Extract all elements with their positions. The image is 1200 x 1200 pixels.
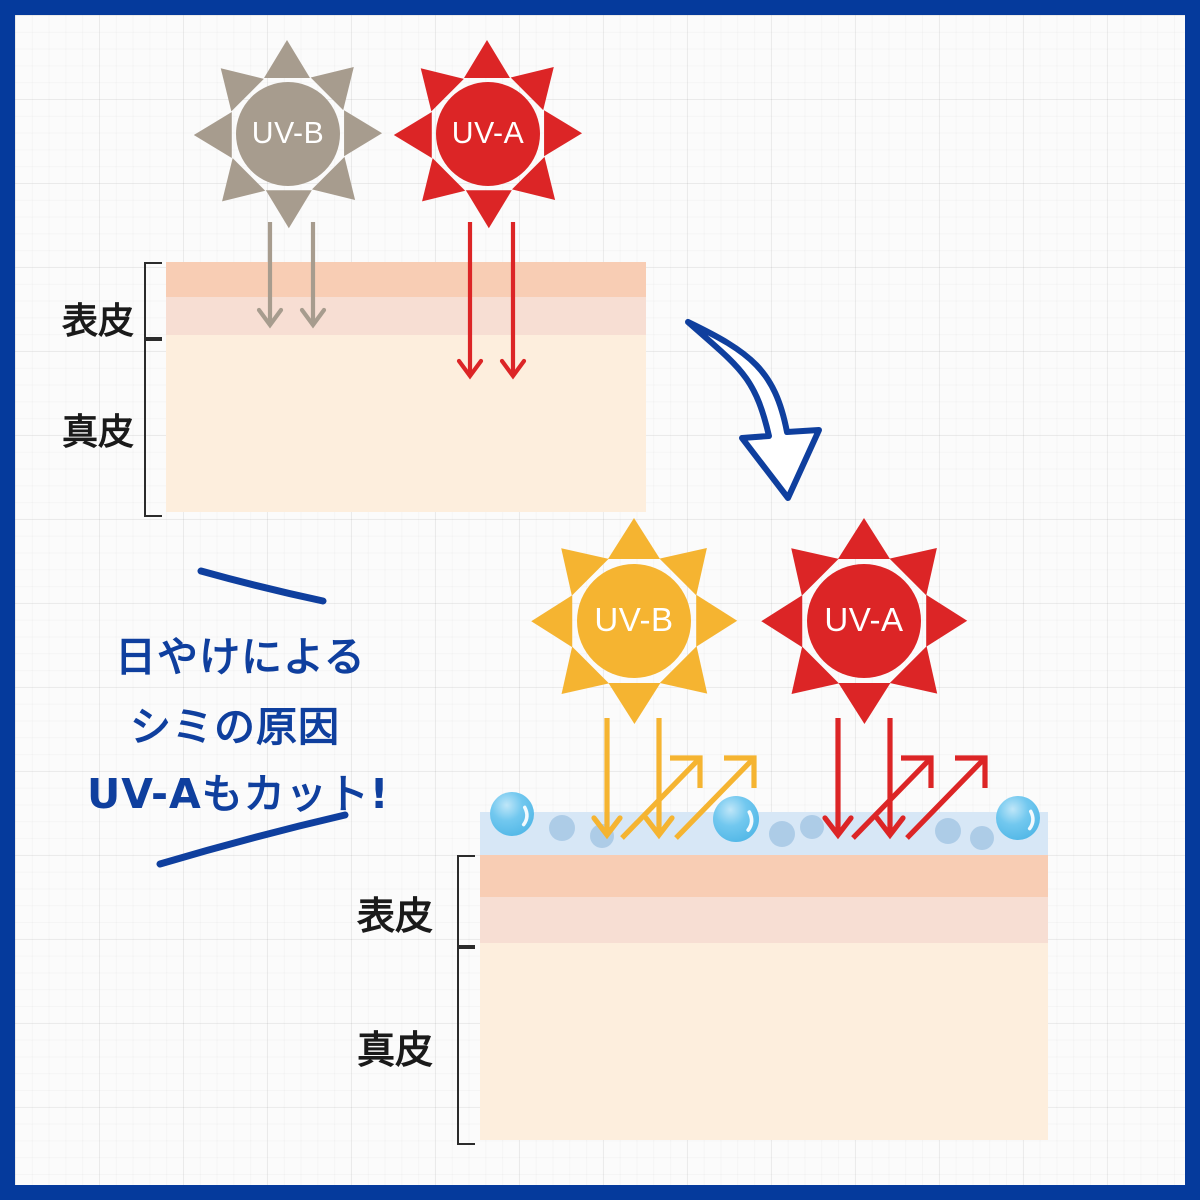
skin-band-dermis: [480, 943, 1048, 1140]
layer-label-dermis: 真皮: [357, 1028, 434, 1072]
bubble-icon: [935, 818, 961, 844]
bubble-icon: [996, 796, 1040, 840]
down-arrow-icon: [874, 718, 906, 840]
sun-disc-uva: UV-A: [807, 564, 921, 678]
down-arrow-icon: [256, 222, 284, 329]
bubble-icon: [970, 826, 994, 850]
callout-stroke-top: [197, 567, 327, 605]
skin-band-epidermis-lower: [480, 897, 1048, 943]
bracket-icon-dermis-bracket: [457, 947, 475, 1145]
bubble-icon: [490, 792, 534, 836]
sun-disc-uva: UV-A: [436, 82, 540, 186]
callout-stroke-bottom: [156, 811, 349, 868]
layer-label-epidermis: 表皮: [357, 894, 434, 938]
callout-line-2: シミの原因: [130, 703, 340, 751]
reflected-arrow-icon: [851, 755, 934, 840]
bottom-ray-group: [591, 718, 988, 840]
top-ray-group: [256, 222, 527, 380]
bottom-skin-block: [480, 855, 1048, 1140]
down-arrow-icon: [456, 222, 484, 380]
top-skin-block: [166, 262, 646, 512]
callout-block: 日やけによる シミの原因 UV-Aもカット!: [15, 15, 1185, 1185]
bubble-icon: [549, 815, 575, 841]
down-arrow-icon: [299, 222, 327, 329]
sun-disc-uvb: UV-B: [577, 564, 691, 678]
bubble-icon: [769, 821, 795, 847]
sun-ray-icon: [264, 40, 311, 79]
bubble-icon: [800, 815, 824, 839]
down-arrow-icon: [643, 718, 675, 840]
curved-arrow-icon: [685, 319, 822, 501]
sun-ray-icon: [837, 518, 890, 560]
sun-ray-icon: [607, 518, 660, 560]
down-arrow-icon: [499, 222, 527, 380]
callout-line-1: 日やけによる: [115, 633, 366, 681]
down-arrow-icon: [822, 718, 854, 840]
reflected-arrow-icon: [905, 755, 988, 840]
callout-line-3: UV-Aもカット!: [87, 770, 390, 818]
bracket-icon-epidermis-bracket: [457, 855, 475, 947]
curved-arrow-icon: [685, 319, 822, 501]
reflected-arrow-icon: [674, 755, 757, 840]
bracket-icon-dermis-bracket: [144, 339, 162, 517]
bracket-icon-epidermis-bracket: [144, 262, 162, 339]
skin-band-epidermis-upper: [166, 262, 646, 297]
sun-disc-uvb: UV-B: [236, 82, 340, 186]
callout-stroke-group: [156, 567, 349, 868]
sun-ray-icon: [464, 40, 511, 79]
bubble-icon: [713, 796, 759, 842]
reflected-arrow-icon: [620, 755, 703, 840]
layer-label-epidermis: 表皮: [62, 301, 135, 342]
layer-label-dermis: 真皮: [62, 412, 135, 453]
down-arrow-icon: [591, 718, 623, 840]
skin-band-dermis: [166, 335, 646, 512]
skin-band-epidermis-upper: [480, 855, 1048, 897]
skin-band-epidermis-lower: [166, 297, 646, 335]
